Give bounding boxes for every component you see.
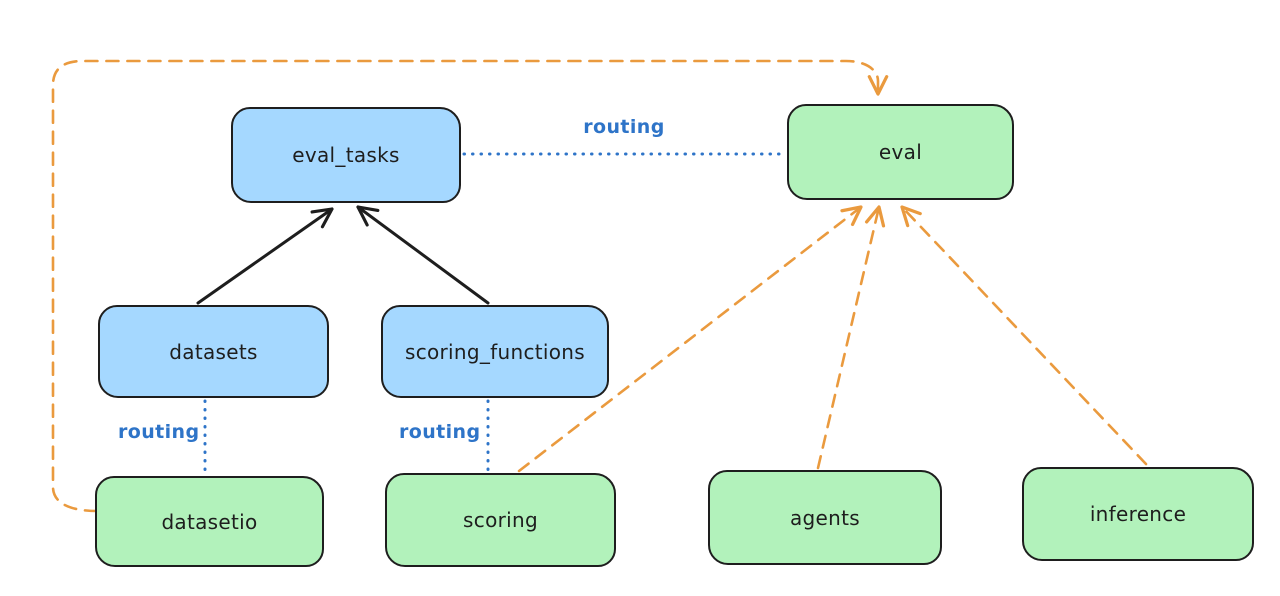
node-eval-tasks: eval_tasks <box>231 107 461 203</box>
node-agents-label: agents <box>790 505 860 530</box>
node-scoring: scoring <box>385 473 616 567</box>
node-eval-tasks-label: eval_tasks <box>292 143 400 167</box>
node-inference-label: inference <box>1089 502 1187 526</box>
node-scoring-label: scoring <box>463 508 538 532</box>
node-scoring-functions-label: scoring_functions <box>404 339 586 364</box>
node-inference: inference <box>1022 467 1254 561</box>
edge-scoring-functions-to-eval-tasks <box>356 205 490 305</box>
node-datasets: datasets <box>98 305 329 398</box>
edge-label-routing-datasets: routing <box>118 421 200 443</box>
edge-label-routing-top: routing <box>583 116 665 138</box>
node-eval: eval <box>787 104 1014 200</box>
node-datasetio: datasetio <box>95 476 324 567</box>
node-datasetio-label: datasetio <box>161 509 258 534</box>
edge-inference-to-eval <box>900 205 1148 466</box>
node-datasets-label: datasets <box>169 339 258 364</box>
edge-scoring-to-eval <box>517 205 863 473</box>
edge-datasets-to-eval-tasks <box>196 207 334 305</box>
edge-label-routing-scoring: routing <box>399 421 481 443</box>
edge-agents-to-eval <box>816 205 886 470</box>
node-agents: agents <box>708 470 942 565</box>
node-scoring-functions: scoring_functions <box>381 305 609 398</box>
edge-datasetio-to-eval <box>51 59 889 513</box>
node-eval-label: eval <box>878 140 923 164</box>
